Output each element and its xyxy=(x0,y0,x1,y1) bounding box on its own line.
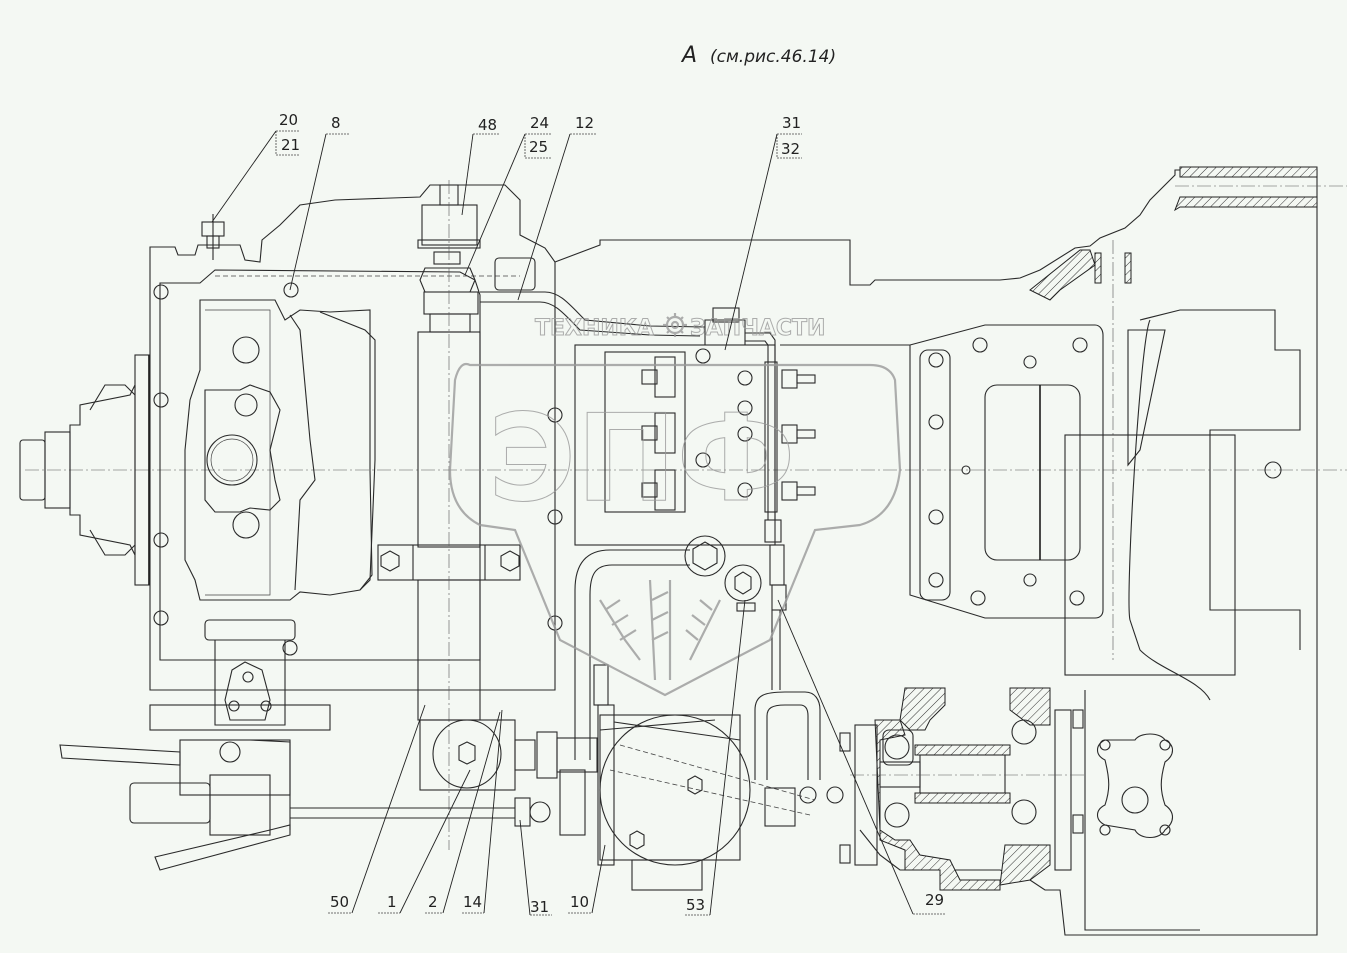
callout-label: 53 xyxy=(686,896,705,914)
callout-24-25: 24 25 xyxy=(464,114,551,276)
callout-label: 32 xyxy=(781,140,800,158)
callout-14: 14 xyxy=(462,709,503,914)
rear-housing xyxy=(554,166,1347,936)
callout-label: 14 xyxy=(463,893,482,911)
callout-label: 20 xyxy=(279,111,298,129)
callout-53: 53 xyxy=(685,599,746,916)
pump-assembly xyxy=(593,664,816,891)
callout-50: 50 xyxy=(328,704,426,914)
callout-8: 8 xyxy=(289,114,350,291)
watermark-text-left: ТЕХНИКА xyxy=(535,316,654,341)
wheat-ears xyxy=(599,579,721,681)
callout-12: 12 xyxy=(517,114,596,301)
four-bolt-flange xyxy=(1096,733,1174,839)
callout-48: 48 xyxy=(461,116,500,216)
callout-31-32: 31 32 xyxy=(724,114,802,351)
front-housing xyxy=(149,184,563,691)
cover-bolts xyxy=(928,337,1282,606)
watermark-letters: ЭПФ xyxy=(488,390,796,529)
gearbox-assembly xyxy=(19,166,1347,936)
callout-label: 12 xyxy=(575,114,594,132)
callout-label: 10 xyxy=(570,893,589,911)
callout-label: 25 xyxy=(529,138,548,156)
callout-29: 29 xyxy=(777,599,946,915)
gear-icon xyxy=(663,313,687,337)
callout-1: 1 xyxy=(378,769,471,914)
view-letter: А xyxy=(680,43,697,68)
output-flange xyxy=(19,354,150,586)
callout-label: 31 xyxy=(782,114,801,132)
callout-label: 50 xyxy=(330,893,349,911)
valve-spools xyxy=(641,356,676,511)
watermark-shield xyxy=(448,362,902,697)
callout-label: 21 xyxy=(281,136,300,154)
sectioned-pump-drive xyxy=(839,687,1200,931)
callout-10: 10 xyxy=(568,844,606,914)
callout-label: 24 xyxy=(530,114,549,132)
view-title: А (см.рис.46.14) xyxy=(680,43,836,68)
view-reference: (см.рис.46.14) xyxy=(710,47,836,67)
bolt-circles xyxy=(153,282,563,656)
callout-label: 2 xyxy=(428,893,438,911)
callout-label: 29 xyxy=(925,891,944,909)
callout-label: 31 xyxy=(530,898,549,916)
callout-label: 48 xyxy=(478,116,497,134)
control-valve-block xyxy=(574,344,816,546)
callout-20-21: 20 21 xyxy=(211,111,300,223)
callout-label: 1 xyxy=(387,893,397,911)
hatched-section-top xyxy=(1029,166,1318,301)
callout-2: 2 xyxy=(425,711,501,914)
lower-bracket xyxy=(59,619,331,871)
hydraulic-cylinder xyxy=(377,180,598,850)
callout-31-bottom: 31 xyxy=(519,819,552,916)
watermark-text-right: ЗАПЧАСТИ xyxy=(690,316,825,341)
watermark: ЭПФ ТЕХНИКА ЗАПЧАСТИ xyxy=(448,313,902,697)
callout-label: 8 xyxy=(331,114,341,132)
callouts: 20 21 8 48 24 25 12 xyxy=(211,111,946,916)
